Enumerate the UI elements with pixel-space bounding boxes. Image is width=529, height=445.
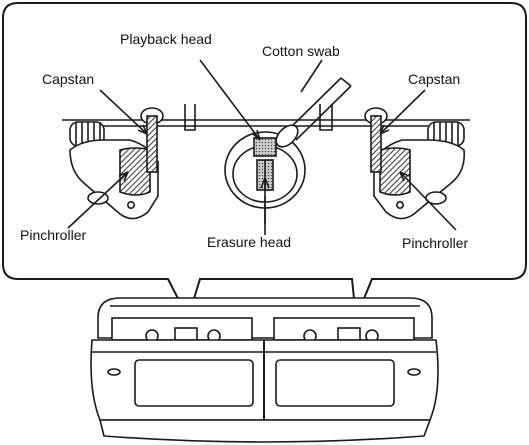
label-playback-head: Playback head — [120, 31, 212, 47]
left-cassette-door — [135, 360, 253, 406]
right-cassette-door — [276, 360, 394, 406]
tape-deck-unit — [91, 298, 438, 442]
label-pinchroller-right: Pinchroller — [402, 235, 468, 251]
right-pinch-roller — [380, 148, 410, 195]
label-capstan-right: Capstan — [408, 71, 460, 87]
label-erasure-head: Erasure head — [207, 234, 291, 250]
playback-head-block — [254, 138, 276, 156]
left-pinch-roller — [120, 148, 150, 195]
label-pinchroller-left: Pinchroller — [20, 227, 86, 243]
label-cotton-swab: Cotton swab — [262, 43, 340, 59]
label-capstan-left: Capstan — [42, 71, 94, 87]
